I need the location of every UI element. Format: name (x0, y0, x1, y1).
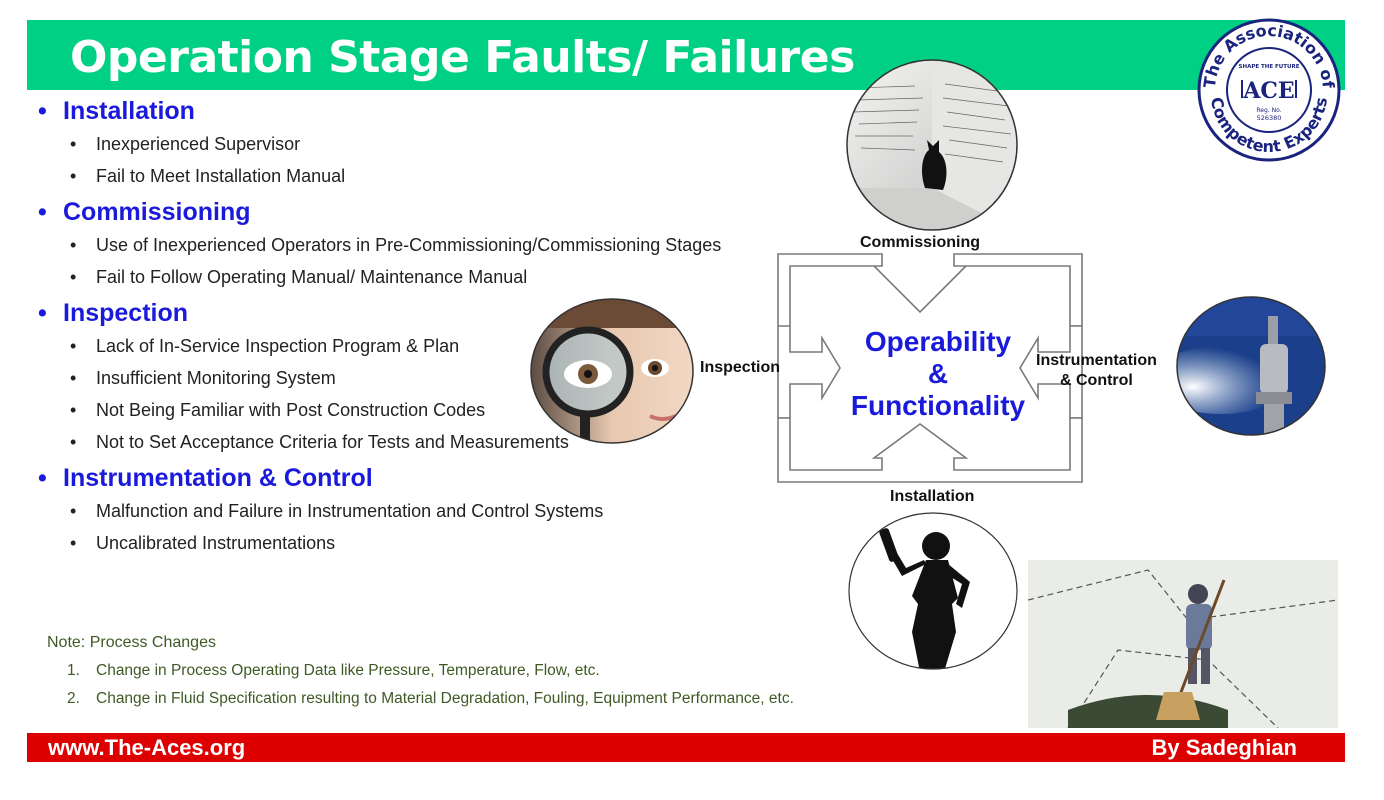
list-item: Not to Set Acceptance Criteria for Tests… (38, 431, 818, 453)
section-items: Inexperienced Supervisor Fail to Meet In… (38, 133, 818, 187)
cat-equations-photo (846, 59, 1018, 231)
section-items: Malfunction and Failure in Instrumentati… (38, 500, 818, 554)
section-items: Use of Inexperienced Operators in Pre-Co… (38, 234, 818, 288)
center-line3: Functionality (850, 390, 1026, 421)
footer-band (27, 733, 1345, 762)
note-list: 1. Change in Process Operating Data like … (47, 660, 867, 709)
note-block: Note: Process Changes 1. Change in Proces… (47, 632, 867, 716)
sweeping-map-photo (1028, 560, 1338, 728)
logo-reg-label: Reg. No. (1256, 107, 1281, 114)
section-title: Instrumentation & Control (38, 463, 818, 500)
note-title: Note: Process Changes (47, 634, 216, 651)
note-text: Change in Fluid Specification resulting … (96, 690, 794, 707)
outline-list: Installation Inexperienced Supervisor Fa… (38, 96, 818, 564)
label-instrumentation-line2: & Control (1060, 372, 1133, 389)
label-instrumentation-line1: Instrumentation (1036, 352, 1157, 369)
footer-website: www.The-Aces.org (48, 735, 246, 760)
section-items: Lack of In-Service Inspection Program & … (38, 335, 818, 453)
ace-logo: The Association of Competent Experts SHA… (1197, 18, 1341, 162)
center-line1: Operability (864, 326, 1012, 357)
center-line2: & (927, 358, 949, 389)
label-commissioning: Commissioning (860, 234, 981, 251)
list-item: Uncalibrated Instrumentations (38, 532, 818, 554)
list-item: Use of Inexperienced Operators in Pre-Co… (38, 234, 818, 256)
worker-silhouette-photo (848, 512, 1018, 670)
list-item: Lack of In-Service Inspection Program & … (38, 335, 818, 357)
list-item: Fail to Follow Operating Manual/ Mainten… (38, 266, 818, 288)
label-installation: Installation (890, 488, 975, 505)
list-item: Malfunction and Failure in Instrumentati… (38, 500, 818, 522)
list-item: Fail to Meet Installation Manual (38, 165, 818, 187)
footer-author: By Sadeghian (1151, 735, 1297, 760)
note-item: 2. Change in Fluid Specification resultin… (47, 688, 867, 709)
label-inspection: Inspection (700, 359, 781, 376)
safety-valve-photo (1176, 296, 1326, 436)
note-number: 2. (67, 690, 80, 707)
logo-acronym: ACE (1242, 78, 1294, 104)
list-item: Inexperienced Supervisor (38, 133, 818, 155)
bottom-arrow (777, 417, 1083, 483)
note-text: Change in Process Operating Data like Pr… (96, 662, 600, 679)
label-instrumentation: Instrumentation & Control (1036, 351, 1157, 391)
diagram-shapes (770, 246, 1090, 490)
logo-tagline: SHAPE THE FUTURE (1239, 64, 1300, 70)
slide-title: Operation Stage Faults/ Failures (70, 32, 855, 83)
note-number: 1. (67, 662, 80, 679)
logo-reg-number: 526380 (1257, 114, 1282, 122)
list-item: Not Being Familiar with Post Constructio… (38, 399, 818, 421)
section-title: Inspection (38, 298, 818, 335)
magnifier-eye-photo (530, 298, 694, 444)
section-title: Installation (38, 96, 818, 133)
center-label: Operability & Functionality (838, 326, 1038, 422)
note-item: 1. Change in Process Operating Data like … (47, 660, 867, 681)
header-band (27, 20, 1345, 90)
list-item: Insufficient Monitoring System (38, 367, 818, 389)
section-title: Commissioning (38, 197, 818, 234)
